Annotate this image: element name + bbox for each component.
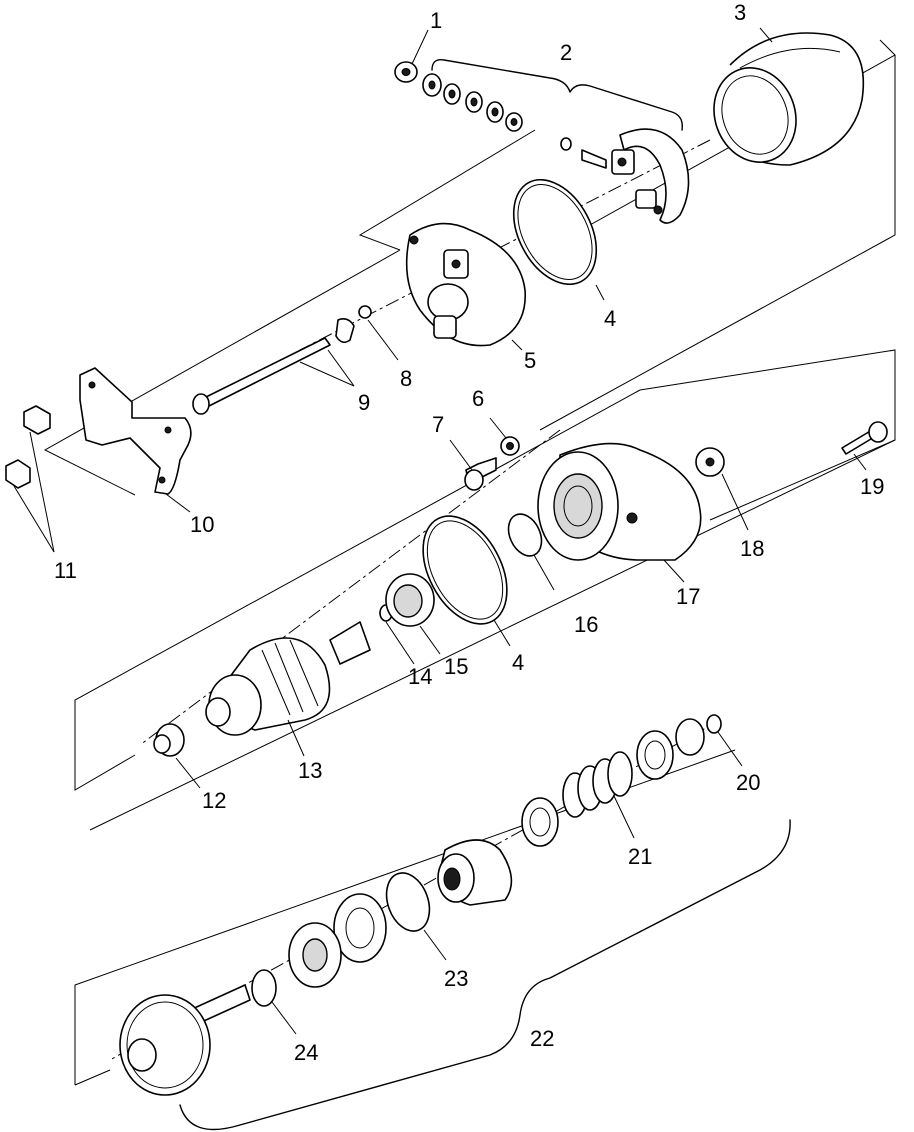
leader-lines	[13, 27, 867, 1035]
callout-17: 17	[676, 584, 700, 609]
thrust-washer	[288, 922, 342, 988]
callout-18: 18	[740, 536, 764, 561]
part-5-end-cover	[405, 222, 526, 347]
bracket-2	[431, 59, 683, 131]
callout-8: 8	[400, 366, 412, 391]
pinion-gear	[437, 839, 513, 906]
part-6-nut	[500, 436, 520, 456]
callout-14: 14	[408, 664, 432, 689]
callout-10: 10	[190, 512, 214, 537]
part-21-spring-assembly	[521, 718, 705, 847]
callout-15: 15	[444, 654, 468, 679]
part-18-washer	[695, 447, 725, 477]
drive-gear-assembly	[119, 984, 251, 1096]
part-9-through-bolts	[192, 318, 355, 415]
callout-11: 11	[54, 558, 77, 583]
callout-12: 12	[202, 788, 226, 813]
clutch-collar	[333, 893, 387, 963]
upper-section-outline	[43, 39, 896, 496]
callout-5: 5	[524, 348, 536, 373]
part-10-mounting-bracket	[79, 367, 192, 495]
callout-1: 1	[430, 8, 442, 33]
part-1-nut	[394, 61, 418, 83]
callout-4-upper: 4	[604, 306, 616, 331]
part-23-ring	[385, 872, 431, 932]
callout-19: 19	[860, 474, 884, 499]
part-7-terminal-bolt	[464, 457, 497, 491]
part-3-yoke-housing	[713, 32, 865, 166]
callout-16: 16	[574, 612, 598, 637]
part-20-ring	[706, 714, 722, 734]
callout-13: 13	[298, 758, 322, 783]
part-24-snap-ring	[251, 969, 277, 1007]
callout-2: 2	[560, 40, 572, 65]
callout-24: 24	[294, 1040, 318, 1065]
part-19-bolt	[841, 421, 888, 455]
part-2-washers	[422, 73, 690, 224]
part-11-bolts	[5, 405, 51, 489]
callout-9: 9	[358, 390, 370, 415]
bracket-22	[179, 819, 791, 1131]
callout-21: 21	[628, 844, 652, 869]
part-12-bushing	[153, 723, 185, 757]
part-17-drive-housing	[537, 442, 702, 561]
callout-20: 20	[736, 770, 760, 795]
callout-labels: 1 2 3 4 5 6 7 8 9 10 11 12 13 14 15 4 16…	[54, 0, 884, 1065]
part-15-bearing	[385, 573, 435, 627]
callout-22: 22	[530, 1026, 554, 1051]
middle-section-outline	[74, 349, 896, 831]
callout-6: 6	[472, 386, 484, 411]
callout-23: 23	[444, 966, 468, 991]
part-8-washer	[358, 305, 372, 319]
part-13-armature	[205, 621, 371, 736]
callout-3: 3	[734, 0, 746, 25]
lower-section-outline	[74, 749, 736, 1086]
callout-7: 7	[432, 412, 444, 437]
callout-4-lower: 4	[512, 650, 524, 675]
